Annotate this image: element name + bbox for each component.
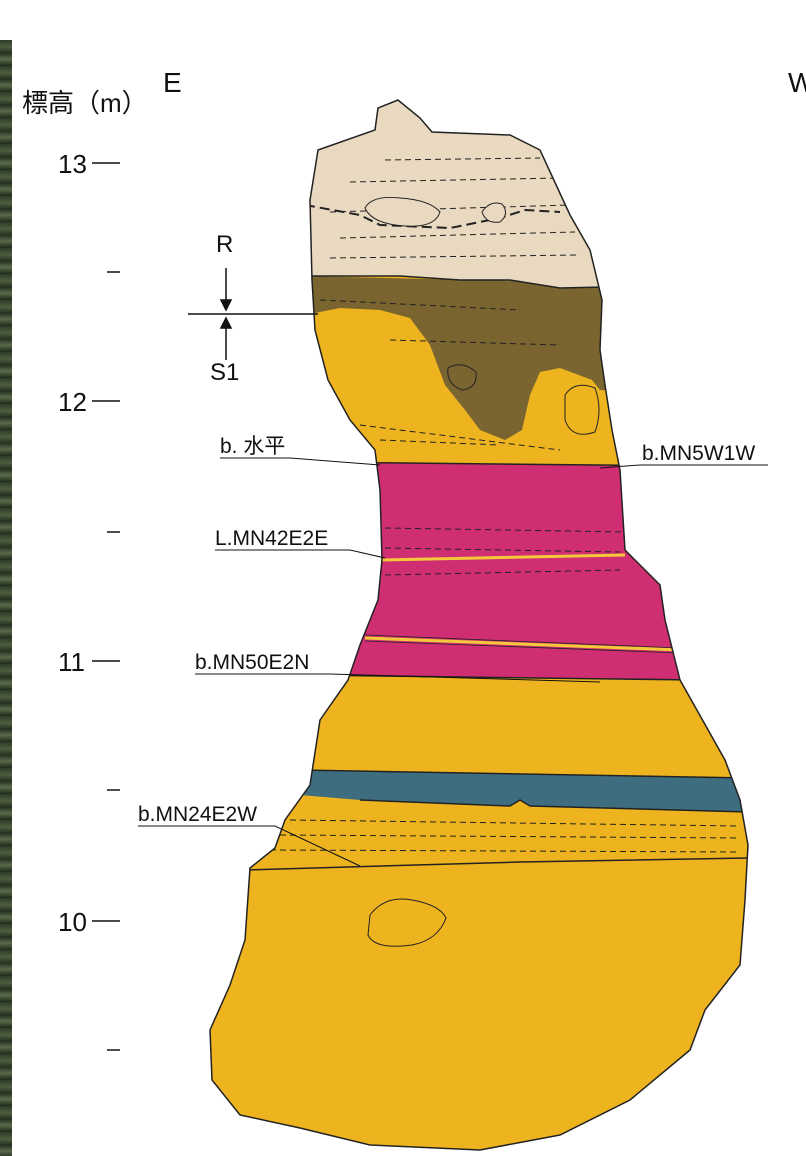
boundary-label-r: R xyxy=(216,231,233,258)
orientation-east-label: E xyxy=(163,67,182,98)
label-b-mn5w1w: b.MN5W1W xyxy=(642,442,755,465)
label-b-mn50e2n: b.MN50E2N xyxy=(195,651,309,674)
boundary-label-s1: S1 xyxy=(210,359,239,386)
label-l-mn42e2e: L.MN42E2E xyxy=(215,527,328,550)
label-b-horizontal: b. 水平 xyxy=(220,435,285,458)
boundary-marker xyxy=(188,268,318,360)
layer-gravel-top xyxy=(300,0,700,288)
axis-ticks xyxy=(92,163,120,1050)
axis-tick-10: 10 xyxy=(58,907,87,937)
orientation-west-label: W xyxy=(788,67,806,98)
axis-tick-12: 12 xyxy=(58,387,87,417)
strata-layers xyxy=(150,0,800,1156)
label-b-mn24e2w: b.MN24E2W xyxy=(138,803,257,826)
axis-tick-11: 11 xyxy=(58,647,85,677)
clast-3 xyxy=(565,385,599,434)
axis-tick-13: 13 xyxy=(58,149,87,179)
axis-title: 標高（m） xyxy=(22,88,148,118)
